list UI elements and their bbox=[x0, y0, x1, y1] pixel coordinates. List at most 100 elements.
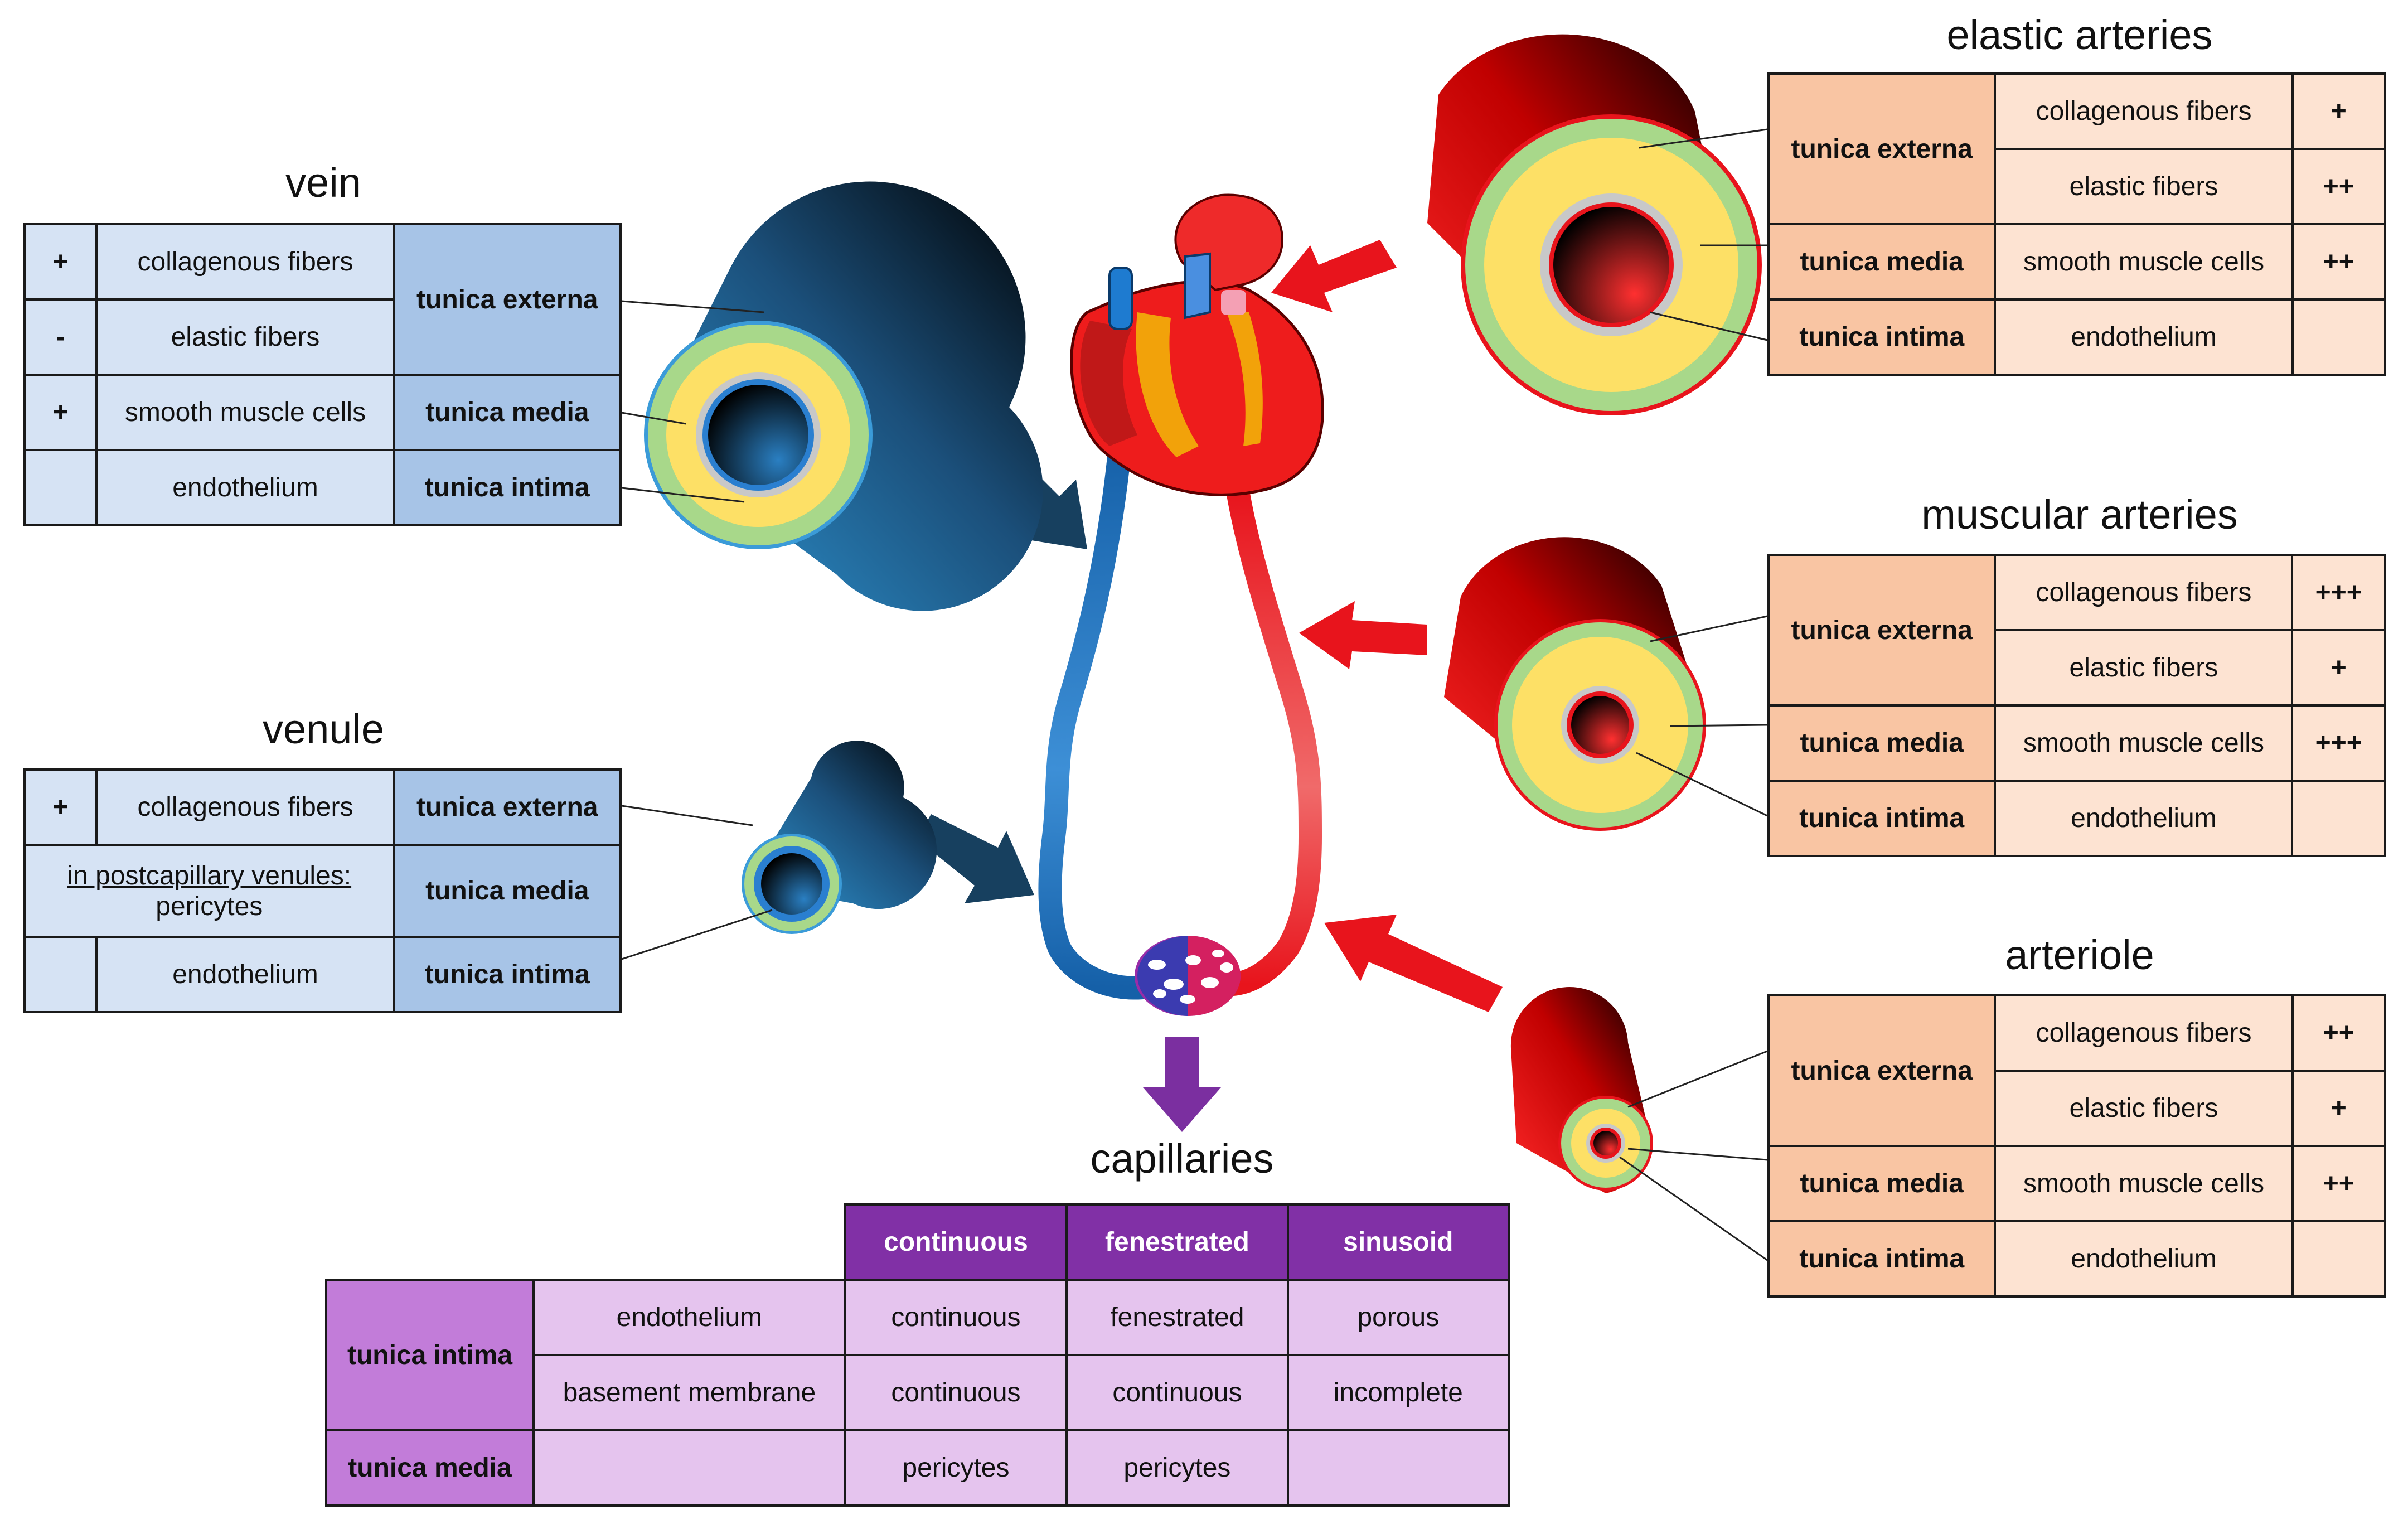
vein-layer-cell: tunica media bbox=[393, 374, 622, 451]
arrow-capillaries-down bbox=[1143, 1037, 1221, 1132]
venule-sign-cell: + bbox=[23, 768, 98, 846]
muscular-artery-cross-section-icon bbox=[1444, 537, 1706, 831]
elastic-component-cell: endothelium bbox=[1994, 298, 2294, 376]
arteriole-cross-section-icon bbox=[1510, 986, 1653, 1193]
table-row: endothelium tunica intima bbox=[23, 936, 622, 1013]
table-row: + smooth muscle cells tunica media bbox=[23, 374, 622, 451]
capillaries-value-cell: continuous bbox=[844, 1279, 1068, 1356]
venule-cross-section-icon bbox=[742, 741, 937, 934]
table-row: tunica intima endothelium bbox=[1767, 1220, 2387, 1298]
table-row: continuous fenestrated sinusoid bbox=[326, 1203, 1510, 1281]
venule-component-cell: endothelium bbox=[95, 936, 395, 1013]
arrow-venule-to-capillaries bbox=[917, 814, 1034, 903]
elastic-arteries-title: elastic arteries bbox=[1946, 12, 2213, 58]
elastic-sign-cell: ++ bbox=[2291, 223, 2387, 301]
vein-vessel bbox=[1038, 429, 1160, 1000]
muscular-component-cell: smooth muscle cells bbox=[1994, 704, 2294, 782]
table-row: + collagenous fibers tunica externa bbox=[23, 768, 622, 846]
arteriole-component-cell: elastic fibers bbox=[1994, 1070, 2294, 1147]
table-row: tunica externa collagenous fibers +++ bbox=[1767, 554, 2386, 707]
venule-layer-cell: tunica externa bbox=[393, 768, 622, 846]
arteriole-layer-cell: tunica externa bbox=[1767, 994, 1997, 1147]
vein-cross-section-icon bbox=[644, 181, 1043, 611]
vein-component-cell: smooth muscle cells bbox=[95, 374, 395, 451]
heart-icon bbox=[1070, 193, 1324, 496]
arteriole-component-cell: smooth muscle cells bbox=[1994, 1145, 2294, 1222]
venule-table: + collagenous fibers tunica externa in p… bbox=[23, 768, 622, 1013]
table-row: basement membrane continuous continuous … bbox=[326, 1354, 1510, 1431]
capillaries-value-cell: porous bbox=[1286, 1279, 1510, 1356]
arteriole-sign-cell: ++ bbox=[2291, 1145, 2387, 1222]
leader-lines bbox=[621, 128, 1768, 1261]
venule-layer-cell: tunica media bbox=[393, 844, 622, 938]
table-row: tunica media smooth muscle cells ++ bbox=[1767, 1145, 2387, 1222]
capillary-type-header: sinusoid bbox=[1286, 1203, 1510, 1281]
arteriole-layer-cell: tunica intima bbox=[1767, 1220, 1997, 1298]
table-row: endothelium tunica intima bbox=[23, 449, 622, 526]
table-row: elastic fibers + bbox=[1769, 629, 2386, 707]
capillaries-title: capillaries bbox=[1090, 1135, 1274, 1182]
capillary-type-header: fenestrated bbox=[1065, 1203, 1289, 1281]
capillaries-layer-cell: tunica intima bbox=[324, 1279, 535, 1431]
arteriole-sign-cell: ++ bbox=[2291, 994, 2387, 1072]
vein-layer-cell: tunica intima bbox=[393, 449, 622, 526]
muscular-layer-cell: tunica externa bbox=[1767, 554, 1997, 707]
arteriole-title: arteriole bbox=[2005, 932, 2154, 978]
muscular-layer-cell: tunica media bbox=[1767, 704, 1997, 782]
vein-sign-cell: + bbox=[23, 374, 98, 451]
capillaries-component-cell bbox=[532, 1429, 846, 1507]
artery-vessel bbox=[1209, 479, 1322, 996]
arteriole-component-cell: collagenous fibers bbox=[1994, 994, 2294, 1072]
vein-component-cell: collagenous fibers bbox=[95, 223, 395, 301]
table-row: tunica externa collagenous fibers ++ bbox=[1767, 994, 2387, 1147]
table-row: elastic fibers + bbox=[1769, 1070, 2387, 1147]
vein-sign-cell: + bbox=[23, 223, 98, 301]
capillaries-value-cell: pericytes bbox=[1065, 1429, 1289, 1507]
vein-title: vein bbox=[285, 159, 361, 206]
vein-component-cell: elastic fibers bbox=[95, 298, 395, 376]
elastic-component-cell: smooth muscle cells bbox=[1994, 223, 2294, 301]
capillary-bed-icon bbox=[1135, 936, 1241, 1016]
elastic-sign-cell: ++ bbox=[2291, 148, 2387, 225]
table-row: tunica media pericytes pericytes bbox=[324, 1429, 1510, 1507]
table-row: tunica media smooth muscle cells +++ bbox=[1767, 704, 2386, 782]
venule-component-cell: collagenous fibers bbox=[95, 768, 395, 846]
empty-corner bbox=[326, 1204, 845, 1280]
muscular-sign-cell: + bbox=[2291, 629, 2386, 707]
vein-layer-cell: tunica externa bbox=[393, 223, 622, 376]
venule-note-underlined: in postcapillary venules: bbox=[67, 860, 352, 891]
capillaries-value-cell: continuous bbox=[1065, 1354, 1289, 1431]
elastic-layer-cell: tunica media bbox=[1767, 223, 1997, 301]
muscular-sign-cell bbox=[2291, 780, 2386, 857]
venule-note: pericytes bbox=[156, 891, 263, 921]
muscular-sign-cell: +++ bbox=[2291, 554, 2386, 631]
muscular-arteries-title: muscular arteries bbox=[1921, 491, 2238, 538]
capillaries-value-cell: fenestrated bbox=[1065, 1279, 1289, 1356]
muscular-component-cell: collagenous fibers bbox=[1994, 554, 2294, 631]
elastic-layer-cell: tunica intima bbox=[1767, 298, 1997, 376]
elastic-layer-cell: tunica externa bbox=[1767, 72, 1997, 225]
table-row: tunica media smooth muscle cells ++ bbox=[1767, 223, 2387, 301]
elastic-component-cell: collagenous fibers bbox=[1994, 72, 2294, 150]
capillaries-table: continuous fenestrated sinusoid tunica i… bbox=[324, 1203, 1510, 1507]
arrow-elastic-to-heart bbox=[1271, 240, 1397, 312]
elastic-component-cell: elastic fibers bbox=[1994, 148, 2294, 225]
table-row: tunica intima endothelium bbox=[1767, 780, 2386, 857]
venule-sign-cell bbox=[23, 936, 98, 1013]
circulation-diagram bbox=[917, 193, 1503, 1132]
venule-title: venule bbox=[262, 706, 385, 752]
vein-sign-cell bbox=[23, 449, 98, 526]
table-row: tunica externa collagenous fibers + bbox=[1767, 72, 2387, 225]
muscular-layer-cell: tunica intima bbox=[1767, 780, 1997, 857]
capillaries-component-cell: basement membrane bbox=[532, 1354, 846, 1431]
elastic-arteries-table: tunica externa collagenous fibers + elas… bbox=[1767, 72, 2387, 376]
arteriole-component-cell: endothelium bbox=[1994, 1220, 2294, 1298]
vein-component-cell: endothelium bbox=[95, 449, 395, 526]
elastic-artery-cross-section-icon bbox=[1427, 34, 1762, 415]
capillaries-value-cell: continuous bbox=[844, 1354, 1068, 1431]
table-row: elastic fibers ++ bbox=[1769, 148, 2387, 225]
table-row: tunica intima endothelium continuous fen… bbox=[324, 1279, 1510, 1431]
capillaries-layer-cell: tunica media bbox=[324, 1429, 535, 1507]
arteriole-table: tunica externa collagenous fibers ++ ela… bbox=[1767, 994, 2387, 1298]
